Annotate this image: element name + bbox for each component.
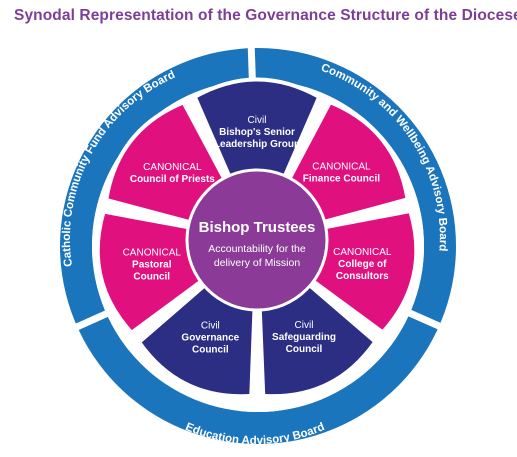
segment-name-label: Council xyxy=(192,344,229,355)
segment-type-label: Civil xyxy=(201,320,220,331)
segment-type-label: Civil xyxy=(248,115,267,126)
segment-name-label: Council xyxy=(133,271,170,282)
segment-name-label: Council xyxy=(286,344,323,355)
center-title: Bishop Trustees xyxy=(199,219,316,236)
segment-name-label: Safeguarding xyxy=(272,332,336,343)
segment-name-label: Leadership Group xyxy=(214,139,300,150)
diagram-title: Synodal Representation of the Governance… xyxy=(14,7,517,24)
segment-type-label: CANONICAL xyxy=(143,162,202,173)
segment-type-label: CANONICAL xyxy=(333,247,392,258)
center-subtitle-line-2: delivery of Mission xyxy=(214,257,301,269)
segment-name-label: Finance Council xyxy=(303,174,380,185)
segment-type-label: Civil xyxy=(295,320,314,331)
segment-name-label: Council of Priests xyxy=(130,174,215,185)
center-circle xyxy=(185,168,329,312)
segment-name-label: Pastoral xyxy=(132,259,172,270)
center-subtitle-line-1: Accountability for the xyxy=(208,243,306,255)
segment-name-label: Bishop's Senior xyxy=(219,127,295,138)
segment-type-label: CANONICAL xyxy=(312,162,371,173)
segment-name-label: Governance xyxy=(181,332,239,343)
segment-name-label: Consultors xyxy=(336,271,389,282)
segment-name-label: College of xyxy=(338,259,387,270)
segment-type-label: CANONICAL xyxy=(123,247,182,258)
